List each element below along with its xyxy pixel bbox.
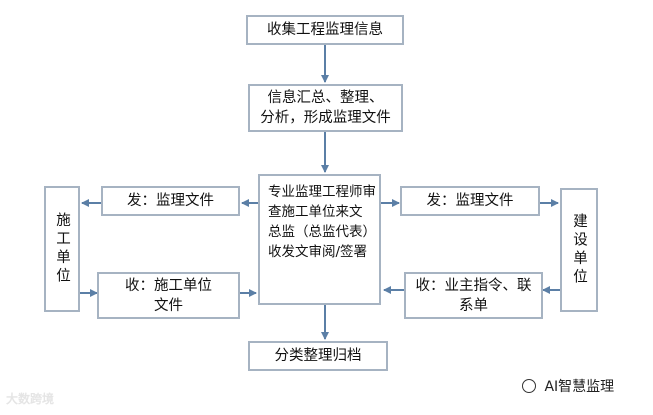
receive-right-node: 收：业主指令、联 系单 [404, 272, 543, 319]
summarize-label-line1: 信息汇总、整理、 [267, 90, 384, 106]
collect-info-node: 收集工程监理信息 [246, 15, 404, 45]
receive-right-label-line2: 系单 [459, 297, 488, 314]
owner-node: 建设单位 [560, 188, 598, 312]
watermark-left: 大数跨境 [6, 390, 54, 407]
receive-right-label-line1: 收：业主指令、联 [415, 277, 532, 294]
watermark-right-text: AI智慧监理 [544, 379, 615, 395]
watermark-right: AI智慧监理 [522, 376, 614, 396]
archive-label: 分类整理归档 [274, 348, 362, 364]
summarize-node: 信息汇总、整理、 分析，形成监理文件 [248, 84, 403, 132]
owner-label: 建设单位 [571, 213, 587, 287]
summarize-label-line2: 分析，形成监理文件 [260, 110, 391, 126]
receive-left-label-line2: 文件 [154, 297, 183, 314]
contractor-node: 施工单位 [44, 186, 80, 312]
send-right-node: 发：监理文件 [400, 186, 540, 216]
send-right-label: 发：监理文件 [426, 193, 514, 209]
contractor-label: 施工单位 [54, 212, 70, 286]
receive-left-label-line1: 收：施工单位 [125, 277, 212, 294]
archive-node: 分类整理归档 [248, 341, 388, 371]
receive-left-node: 收：施工单位 文件 [97, 272, 240, 319]
center-line-2: 查施工单位来文 [268, 204, 363, 220]
center-line-3: 总监（总监代表） [268, 224, 376, 240]
wechat-icon [522, 379, 536, 393]
watermark-left-text: 大数跨境 [6, 392, 55, 406]
send-left-label: 发：监理文件 [127, 193, 214, 209]
center-line-4: 收发文审阅/签署 [268, 244, 368, 260]
center-line-1: 专业监理工程师审 [268, 184, 376, 200]
send-left-node: 发：监理文件 [101, 186, 240, 216]
collect-info-label: 收集工程监理信息 [267, 22, 383, 38]
central-review-node: 专业监理工程师审 查施工单位来文 总监（总监代表） 收发文审阅/签署 [258, 174, 381, 305]
